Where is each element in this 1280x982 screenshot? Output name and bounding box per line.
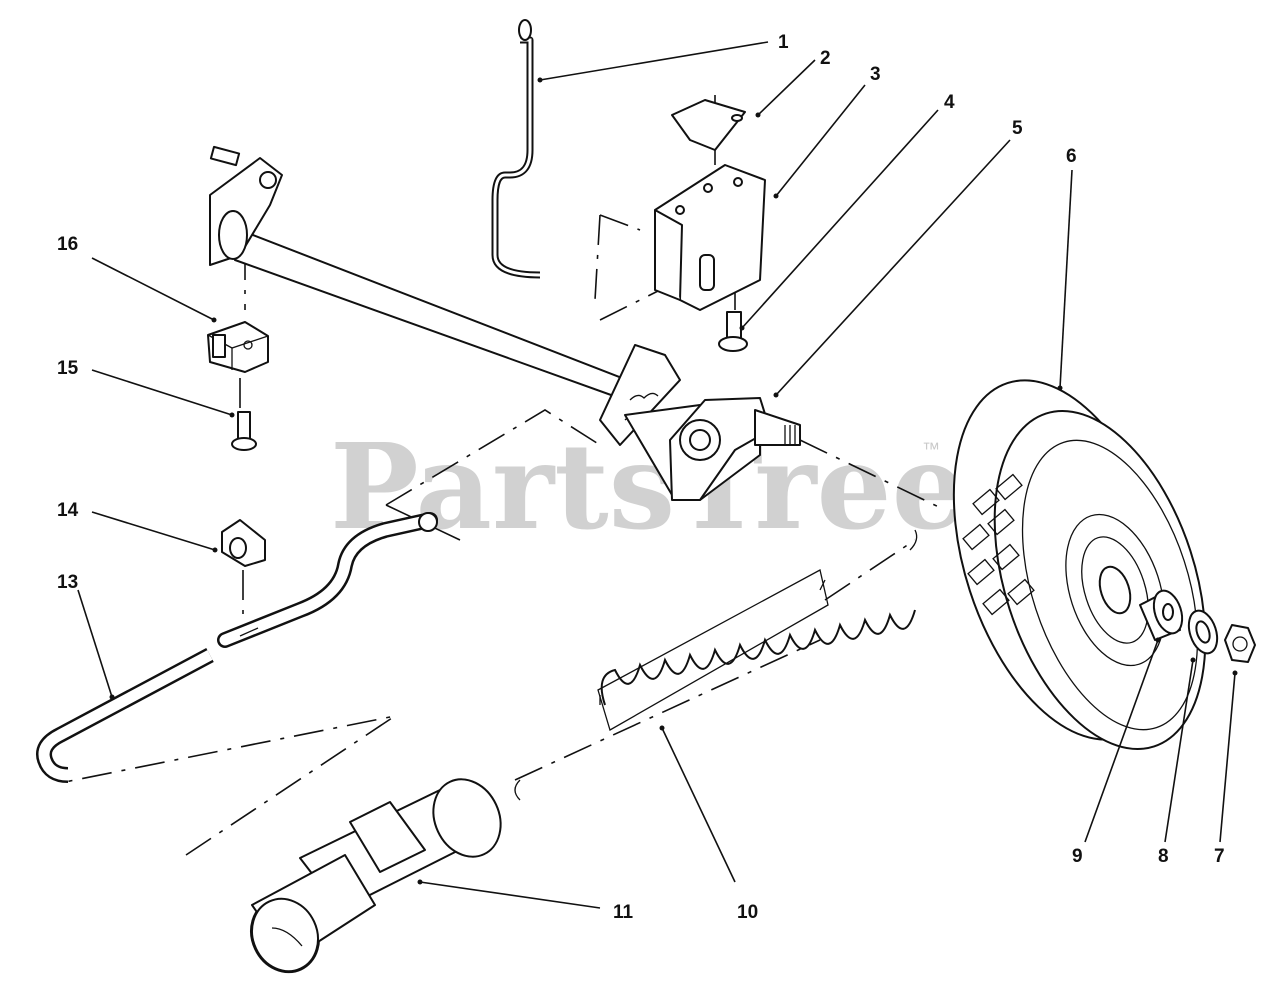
part-4-screw — [718, 311, 748, 352]
part-13-handle-rod — [36, 647, 214, 783]
callout-1: 1 — [778, 32, 789, 53]
callout-8: 8 — [1158, 846, 1169, 867]
tread-pattern — [962, 473, 1035, 616]
callout-15: 15 — [57, 358, 79, 379]
callout-labels: 1 2 3 4 5 6 7 8 9 10 11 13 14 15 16 — [57, 32, 1225, 923]
part-8-washer — [1187, 609, 1219, 655]
part-1-control-rod — [491, 19, 541, 279]
part-10-spring — [514, 529, 918, 801]
callout-11: 11 — [613, 902, 634, 923]
callout-leaders — [77, 41, 1238, 909]
callout-16: 16 — [57, 234, 78, 255]
part-5-axle-bracket — [624, 397, 801, 501]
callout-7: 7 — [1214, 846, 1225, 867]
callout-4: 4 — [944, 92, 955, 113]
axle-tube — [209, 145, 641, 401]
callout-2: 2 — [820, 48, 831, 69]
part-2-bracket-clip — [671, 99, 746, 151]
callout-9: 9 — [1072, 846, 1083, 867]
part-11-handle-grip — [250, 778, 502, 974]
part-9-spacer — [1139, 589, 1184, 641]
callout-5: 5 — [1012, 118, 1023, 139]
part-7-nut — [1224, 624, 1256, 663]
callout-13: 13 — [57, 572, 78, 593]
callout-6: 6 — [1066, 146, 1077, 167]
part-3-mounting-bracket — [654, 164, 766, 311]
callout-3: 3 — [870, 64, 881, 85]
part-6-wheel — [952, 379, 1207, 751]
callout-10: 10 — [737, 902, 758, 923]
watermark-trademark: ™ — [922, 439, 940, 459]
part-14-clip — [221, 519, 266, 567]
callout-14: 14 — [57, 500, 79, 521]
part-16-clip — [207, 321, 269, 373]
lever-arm — [217, 512, 438, 648]
part-15-screw — [231, 411, 257, 451]
